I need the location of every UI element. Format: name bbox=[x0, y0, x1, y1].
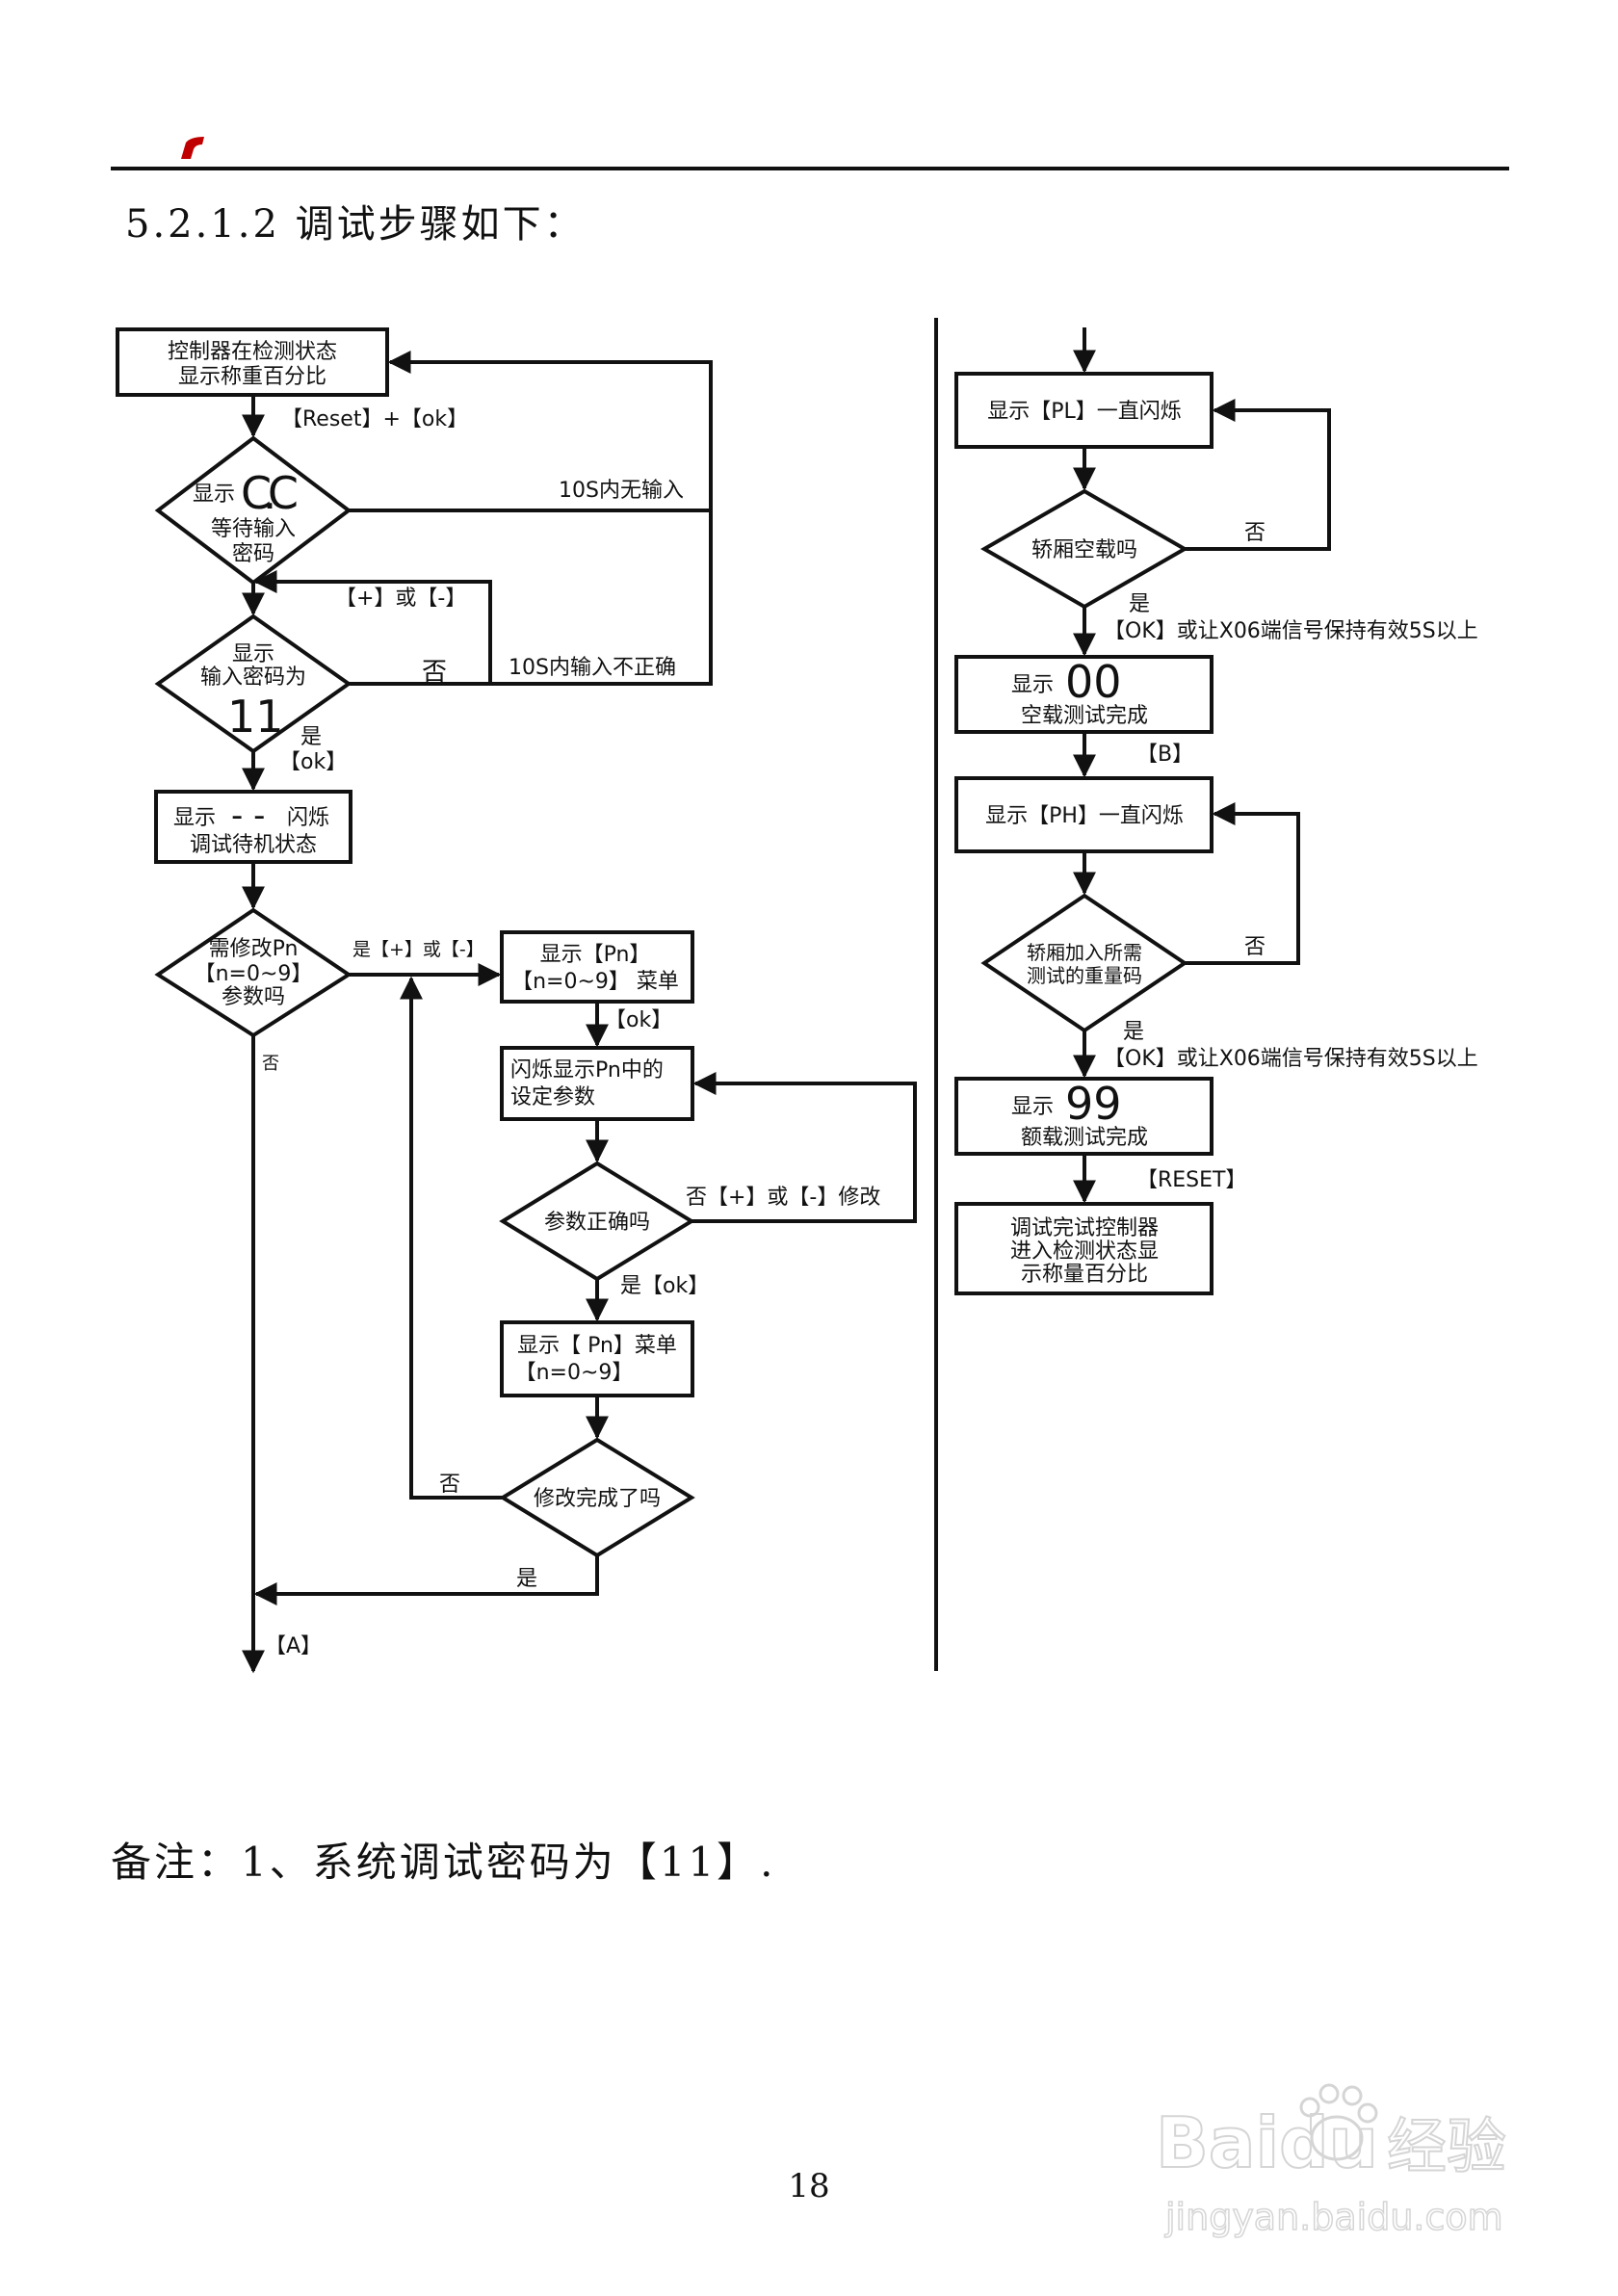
footnote: 备注：1、系统调试密码为【11】. bbox=[111, 1839, 776, 1886]
no-label-2: 否 bbox=[262, 1054, 279, 1074]
box-pl-label: 显示【PL】一直闪烁 bbox=[987, 400, 1182, 424]
header-rule bbox=[111, 167, 1509, 170]
label-10s-wrong: 10S内输入不正确 bbox=[509, 656, 676, 680]
box-debug-complete bbox=[954, 1202, 1214, 1295]
d3-line-1: 需修改Pn bbox=[209, 937, 299, 961]
box-00-line-2: 空载测试完成 bbox=[1021, 704, 1148, 728]
flash-line-2: 设定参数 bbox=[510, 1085, 595, 1109]
box-ph-label: 显示【PH】一直闪烁 bbox=[985, 804, 1184, 828]
d3-line-2: 【n=0~9】 bbox=[195, 962, 313, 986]
d1-line-2: 等待输入 bbox=[211, 517, 296, 541]
standby-line-2: 调试待机状态 bbox=[190, 833, 317, 857]
d7-line-2: 测试的重量码 bbox=[1027, 964, 1142, 987]
yes-ok-label: 是【ok】 bbox=[620, 1274, 709, 1298]
d1-line-3: 密码 bbox=[232, 542, 274, 566]
d2-line-1: 显示 bbox=[232, 642, 274, 666]
ok-label-2: 【ok】 bbox=[605, 1008, 672, 1032]
cond-label-1: 【OK】或让X06端信号保持有效5S以上 bbox=[1104, 619, 1478, 643]
no-modify-label: 否【+】或【-】修改 bbox=[686, 1186, 880, 1210]
r-logo bbox=[181, 137, 204, 159]
page-number: 18 bbox=[788, 2167, 830, 2205]
pn-menu-line-1: 显示【Pn】 bbox=[540, 943, 651, 967]
standby-post: 闪烁 bbox=[287, 806, 329, 830]
label-10s-no-input: 10S内无输入 bbox=[559, 479, 684, 503]
d1-seg-display: C.C bbox=[241, 467, 299, 519]
no-label-3: 否 bbox=[439, 1473, 460, 1497]
key-reset-ok: 【Reset】+【ok】 bbox=[281, 407, 468, 431]
d7-line-1: 轿厢加入所需 bbox=[1027, 941, 1142, 964]
box-99-line-2: 额载测试完成 bbox=[1021, 1126, 1148, 1150]
d6-label: 轿厢空载吗 bbox=[1031, 538, 1137, 562]
pn-menu-line-2: 【n=0~9】 菜单 bbox=[511, 970, 679, 994]
done-line-3: 示称量百分比 bbox=[1021, 1263, 1148, 1287]
yes-plus-minus: 是【+】或【-】 bbox=[352, 939, 484, 960]
d5-label: 修改完成了吗 bbox=[534, 1487, 661, 1511]
box-99-seg-display: 99 bbox=[1065, 1078, 1122, 1130]
paw-icon bbox=[1310, 2115, 1364, 2161]
watermark-text: 经验 bbox=[1387, 2111, 1506, 2181]
box-detect-line-2: 显示称重百分比 bbox=[178, 365, 326, 389]
flowchart: 控制器在检测状态 显示称重百分比 【Reset】+【ok】 显示 C.C 等待输… bbox=[116, 318, 1478, 1674]
watermark-url: jingyan.baidu.com bbox=[1164, 2196, 1503, 2238]
standby-seg-display: - - bbox=[231, 796, 265, 835]
pn-menu2-line-2: 【n=0~9】 bbox=[515, 1361, 634, 1385]
standby-prefix: 显示 bbox=[173, 806, 216, 830]
baidu-watermark: Baidu 经验 jingyan.baidu.com bbox=[1156, 2083, 1507, 2239]
d4-label: 参数正确吗 bbox=[544, 1211, 650, 1235]
no-label-1: 否 bbox=[422, 658, 447, 687]
d3-line-3: 参数吗 bbox=[222, 985, 285, 1009]
label-a: 【A】 bbox=[265, 1634, 322, 1658]
d1-prefix: 显示 bbox=[193, 483, 235, 507]
flash-line-1: 闪烁显示Pn中的 bbox=[510, 1058, 664, 1083]
box-99-prefix: 显示 bbox=[1011, 1095, 1054, 1119]
box-00-seg-display: 00 bbox=[1065, 656, 1122, 708]
done-line-1: 调试完试控制器 bbox=[1010, 1216, 1159, 1240]
pn-menu2-line-1: 显示【 Pn】菜单 bbox=[517, 1334, 677, 1358]
yes-label-2: 是 bbox=[516, 1567, 537, 1591]
yes-label-1: 是 bbox=[300, 725, 322, 749]
no-label-4: 否 bbox=[1244, 521, 1266, 545]
box-detect-line-1: 控制器在检测状态 bbox=[168, 340, 337, 364]
d2-seg-display: 11 bbox=[227, 691, 284, 743]
done-line-2: 进入检测状态显 bbox=[1010, 1239, 1159, 1264]
no-label-5: 否 bbox=[1244, 935, 1266, 959]
label-plus-minus: 【+】或【-】 bbox=[335, 587, 466, 611]
cond-label-2: 【OK】或让X06端信号保持有效5S以上 bbox=[1104, 1047, 1478, 1071]
watermark-brand: Baidu bbox=[1156, 2102, 1378, 2183]
ok-label-1: 【ok】 bbox=[279, 750, 347, 774]
box-00-prefix: 显示 bbox=[1011, 673, 1054, 697]
key-reset: 【RESET】 bbox=[1136, 1168, 1247, 1192]
label-b: 【B】 bbox=[1136, 743, 1193, 767]
d2-line-2: 输入密码为 bbox=[200, 665, 306, 690]
yes-label-4: 是 bbox=[1123, 1020, 1144, 1044]
header bbox=[111, 137, 1509, 170]
section-heading: 5.2.1.2 调试步骤如下： bbox=[125, 202, 586, 247]
yes-label-3: 是 bbox=[1129, 592, 1150, 616]
